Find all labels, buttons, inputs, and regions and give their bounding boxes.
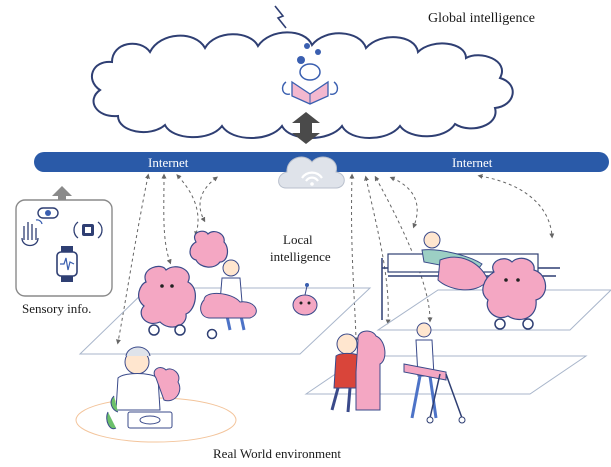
hand-gesture-icon: [21, 219, 43, 247]
wireless-sensor-icon: [73, 221, 103, 239]
cloud-icon: [90, 31, 514, 139]
camera-icon: [37, 207, 59, 219]
local-intelligence-label-line1: Local: [283, 232, 313, 247]
robot-reading-book-icon: [281, 43, 339, 105]
global-intelligence-label: Global intelligence: [428, 11, 535, 26]
sensory-info-box: Sensory info.: [15, 186, 113, 316]
wifi-cloud-icon: [278, 156, 345, 189]
scene-wheelchair-robot: [138, 230, 257, 340]
local-intelligence-label-line2: intelligence: [270, 249, 331, 264]
smartwatch-icon: [56, 246, 78, 282]
internet-bar: Internet Internet: [34, 152, 609, 189]
real-world-label: Real World environment: [213, 446, 341, 461]
internet-label-right: Internet: [452, 155, 493, 170]
internet-label-left: Internet: [148, 155, 189, 170]
sensory-info-label: Sensory info.: [22, 301, 91, 316]
scene-dining: [106, 346, 181, 430]
global-cloud: Global intelligence: [90, 5, 535, 139]
small-robot: [292, 283, 318, 316]
scene-bed: [381, 231, 560, 330]
scene-chair-walker: [330, 322, 466, 424]
cloud-internet-arrow: [292, 112, 320, 144]
